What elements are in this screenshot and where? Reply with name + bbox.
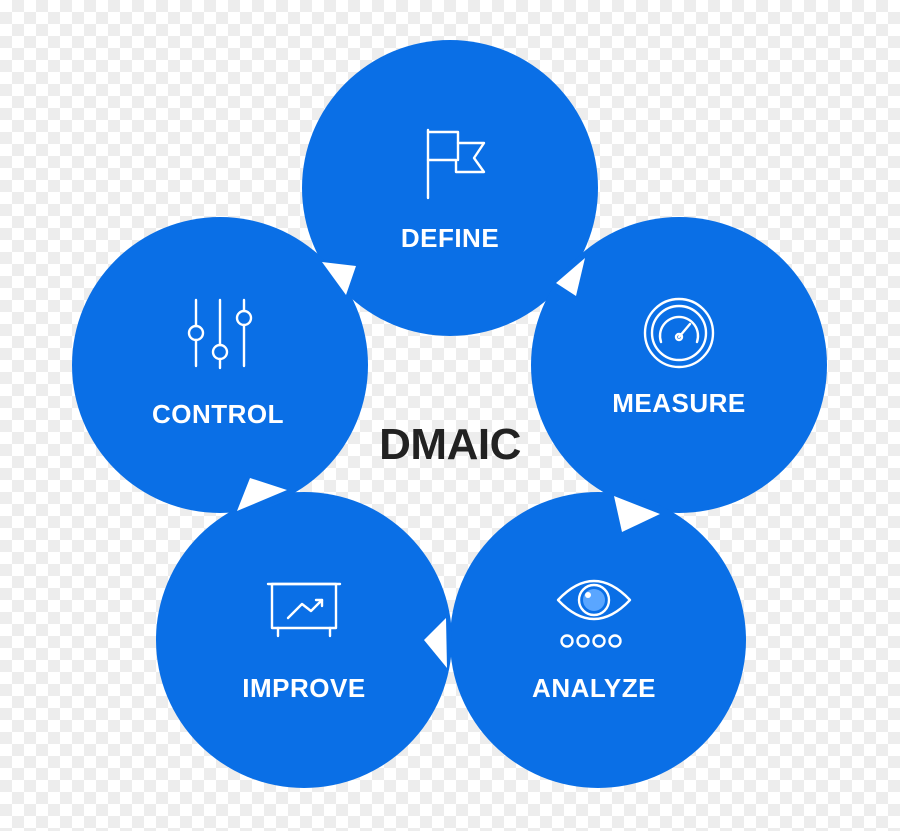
analyze-label: ANALYZE	[532, 673, 656, 703]
define-circle	[302, 40, 598, 336]
arrow-measure-to-analyze	[614, 496, 660, 532]
dmaic-title: DMAIC	[379, 420, 521, 469]
flag-icon	[426, 128, 486, 200]
improve-circle	[156, 492, 452, 788]
sliders-icon	[187, 298, 253, 370]
improve-label: IMPROVE	[242, 673, 365, 703]
arrow-define-to-measure	[556, 258, 585, 296]
arrow-analyze-to-improve	[424, 618, 447, 668]
presentation-chart-icon	[266, 582, 342, 638]
measure-label: MEASURE	[612, 388, 746, 418]
analyze-circle	[450, 492, 746, 788]
eye-icon	[556, 579, 632, 648]
define-label: DEFINE	[401, 223, 499, 253]
measure-circle	[531, 217, 827, 513]
gauge-icon	[643, 297, 715, 369]
control-label: CONTROL	[152, 399, 284, 429]
arrow-control-to-define	[322, 262, 356, 295]
arrow-improve-to-control	[237, 478, 287, 511]
